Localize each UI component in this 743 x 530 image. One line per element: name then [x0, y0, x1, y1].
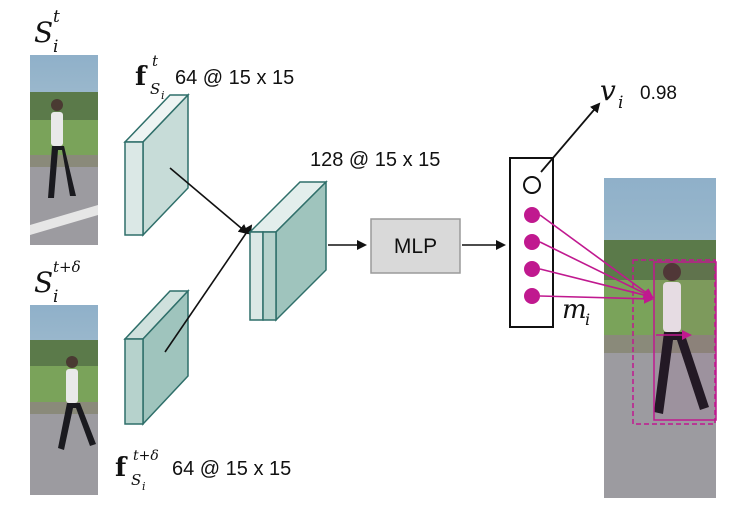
svg-text:i: i: [53, 287, 58, 307]
svg-text:i: i: [142, 480, 146, 493]
person-silhouette-output: [654, 263, 709, 414]
mask-node-1: [524, 207, 540, 223]
mask-arrows: [539, 214, 654, 304]
mask-arrow-4: [539, 293, 654, 304]
svg-text:S: S: [34, 16, 53, 49]
svg-text:i: i: [585, 310, 590, 329]
feature-bottom-size: 64 @ 15 x 15: [172, 458, 291, 480]
frame-bottom-label: S i t+δ: [34, 258, 81, 307]
feature-block-bottom: [123, 289, 190, 426]
visibility-label: v i 0.98: [600, 74, 677, 113]
arrow-bottom-to-merge: [164, 224, 253, 353]
output-vector: [509, 157, 554, 328]
feature-block-top: [123, 93, 190, 237]
mask-region-inner: [653, 261, 717, 421]
feature-top-size: 64 @ 15 x 15: [175, 67, 294, 89]
mlp-box: MLP: [370, 218, 461, 274]
svg-text:i: i: [618, 93, 623, 113]
feature-top-label: f t S i 64 @ 15 x 15: [135, 52, 294, 102]
mlp-label: MLP: [394, 235, 437, 258]
merged-feature-block: [248, 180, 328, 322]
svg-text:m: m: [562, 295, 587, 325]
mask-region-outer: [632, 259, 716, 425]
svg-text:f: f: [115, 453, 128, 483]
svg-text:S: S: [131, 471, 141, 489]
frame-top-label: S i t: [34, 7, 60, 57]
arrow-to-visibility: [540, 102, 601, 173]
person-silhouette-top: [48, 99, 76, 198]
arrow-top-to-merge: [169, 167, 249, 235]
visibility-value: 0.98: [640, 83, 677, 104]
feature-bottom-label: f t+δ S i 64 @ 15 x 15: [115, 448, 291, 493]
svg-text:S: S: [150, 80, 160, 98]
svg-text:i: i: [53, 37, 58, 57]
svg-text:S: S: [34, 266, 53, 299]
mask-arrow-1: [539, 214, 654, 299]
svg-text:t+δ: t+δ: [53, 258, 81, 276]
person-silhouette-bottom: [58, 356, 96, 450]
mask-arrow-3: [539, 268, 654, 300]
svg-text:t: t: [152, 52, 159, 70]
mask-arrow-2: [539, 241, 654, 298]
svg-text:f: f: [135, 62, 148, 92]
svg-text:t+δ: t+δ: [133, 448, 159, 464]
output-frame-image: [604, 178, 717, 498]
svg-text:t: t: [53, 7, 60, 27]
mask-node-4: [524, 288, 540, 304]
frame-bottom-image: [30, 305, 98, 495]
mask-node-2: [524, 234, 540, 250]
svg-text:i: i: [161, 89, 165, 102]
visibility-node: [523, 176, 541, 194]
mask-node-3: [524, 261, 540, 277]
merged-size-label: 128 @ 15 x 15: [310, 149, 440, 171]
mask-label: m i: [562, 295, 590, 329]
frame-top-image: [30, 55, 98, 245]
svg-text:v: v: [600, 74, 616, 107]
